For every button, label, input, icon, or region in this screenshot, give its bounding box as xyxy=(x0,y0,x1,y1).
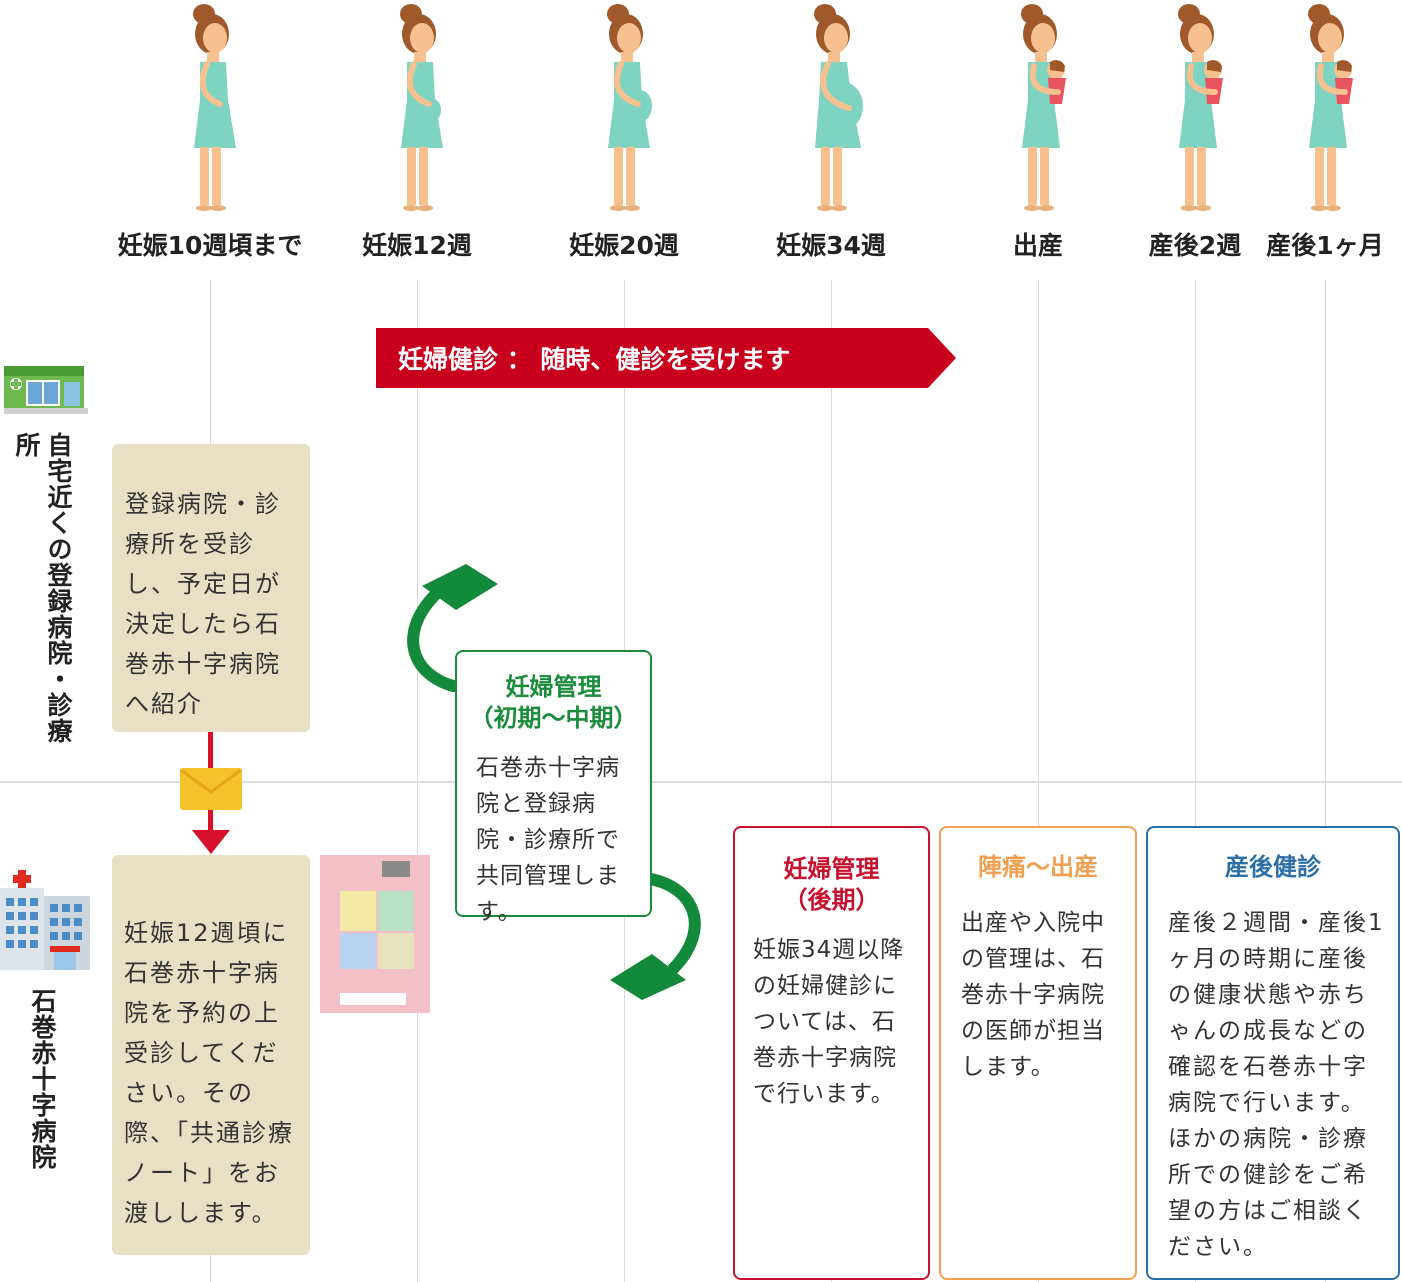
shared-management-box: 妊婦管理 （初期～中期） 石巻赤十字病院と登録病院・診療所で共同管理します。 xyxy=(455,650,652,925)
stage-label: 妊娠20週 xyxy=(569,231,679,260)
stage-label: 出産 xyxy=(1012,231,1063,260)
stage-label: 産後2週 xyxy=(1148,231,1242,260)
mother-baby-icon xyxy=(1178,4,1223,211)
notebook-icon xyxy=(320,855,430,1013)
mother-baby-icon xyxy=(1021,4,1066,211)
postnatal-text: 産後２週間・産後1ヶ月の時期に産後の健康状態や赤ちゃんの成長などの確認を石巻赤十… xyxy=(1168,910,1385,1260)
hospital-first-visit-box: 妊娠12週頃に石巻赤十字病院を予約の上受診してください。その際、「共通診療ノート… xyxy=(112,855,310,1255)
hospital-section-label: 石巻赤十字病院 xyxy=(28,988,57,1170)
delivery-text: 出産や入院中の管理は、石巻赤十字病院の医師が担当します。 xyxy=(961,910,1105,1080)
stage-label: 妊娠34週 xyxy=(776,231,886,260)
late-management-text: 妊娠34週以降の妊婦健診については、石巻赤十字病院で行います。 xyxy=(753,937,905,1107)
checkup-banner-arrow xyxy=(376,328,956,388)
clinic-section-label: 自宅近くの登録病院・診療所 xyxy=(12,432,73,744)
postnatal-title: 産後健診 xyxy=(1225,853,1321,881)
stage-label: 産後1ヶ月 xyxy=(1266,231,1384,260)
shared-management-title: 妊婦管理 xyxy=(505,673,602,701)
late-management-title: 妊婦管理 xyxy=(783,855,880,883)
shared-management-text: 石巻赤十字病院と登録病院・診療所で共同管理します。 xyxy=(476,755,620,925)
pregnant-woman-icon xyxy=(607,4,652,211)
section-divider xyxy=(0,781,1402,783)
delivery-box: 陣痛～出産 出産や入院中の管理は、石巻赤十字病院の医師が担当します。 xyxy=(939,826,1137,1280)
pregnant-woman-icon xyxy=(400,4,443,211)
envelope-icon xyxy=(180,768,242,810)
green-curved-arrow-down xyxy=(610,872,701,1000)
hospital-building-icon xyxy=(0,870,90,970)
clinic-building-icon xyxy=(4,366,88,414)
delivery-title: 陣痛～出産 xyxy=(978,853,1098,881)
stage-label: 妊娠12週 xyxy=(362,231,472,260)
clinic-referral-box: 登録病院・診療所を受診し、予定日が決定したら石巻赤十字病院へ紹介 xyxy=(112,444,310,732)
late-management-box: 妊婦管理 （後期） 妊娠34週以降の妊婦健診については、石巻赤十字病院で行います… xyxy=(733,826,930,1280)
mother-baby-icon xyxy=(1308,4,1353,211)
pregnant-woman-icon xyxy=(814,4,863,211)
pregnant-woman-icon xyxy=(193,4,236,211)
green-curved-arrow-up xyxy=(407,564,498,692)
stage-label: 妊娠10週頃まで xyxy=(117,231,303,260)
late-management-subtitle: （後期） xyxy=(783,886,880,914)
postnatal-checkup-box: 産後健診 産後２週間・産後1ヶ月の時期に産後の健康状態や赤ちゃんの成長などの確認… xyxy=(1146,826,1400,1280)
checkup-banner-text: 妊婦健診 ： 随時、健診を受けます xyxy=(398,345,791,374)
shared-management-subtitle: （初期～中期） xyxy=(469,704,638,732)
